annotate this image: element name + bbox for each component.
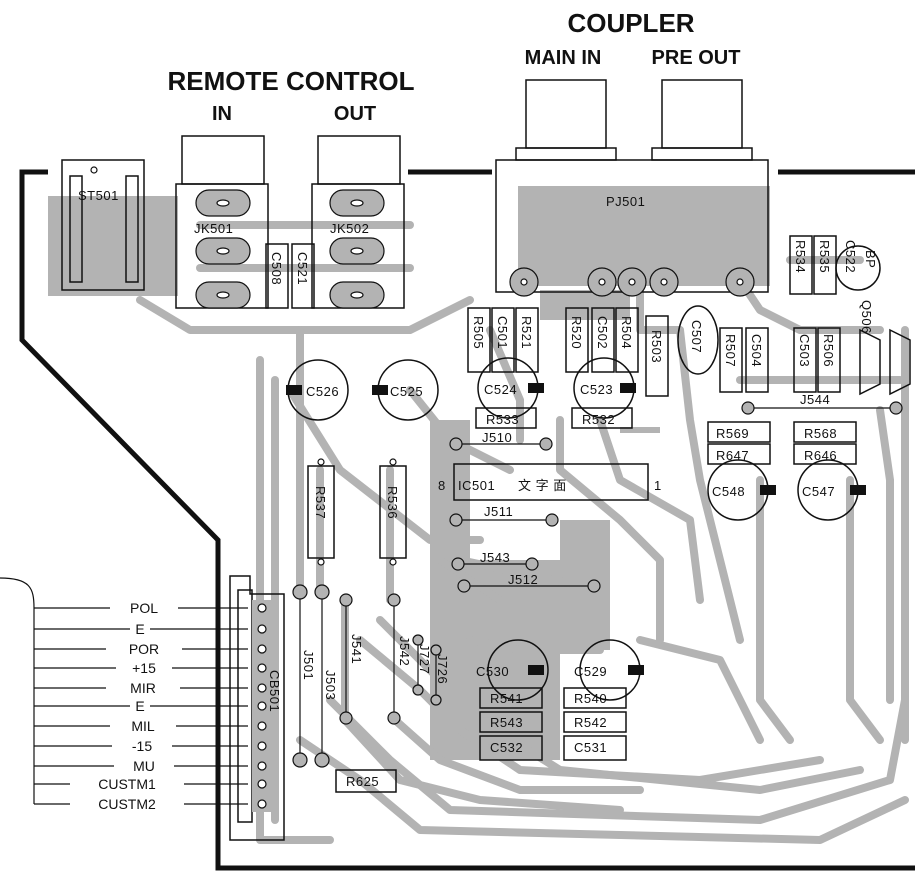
- ref-j544: J544: [800, 392, 830, 407]
- ref-c548: C548: [712, 484, 745, 499]
- ref-c529: C529: [574, 664, 607, 679]
- ref-r532: R532: [582, 412, 615, 427]
- external-wire-bundle: [0, 577, 248, 805]
- jumpers: [292, 401, 903, 768]
- ref-jk502: JK502: [330, 221, 369, 236]
- pin-label-e-1: E: [135, 621, 144, 637]
- out-heading: OUT: [334, 103, 376, 125]
- ref-ic501-marking: 文 字 面: [518, 478, 567, 493]
- jk502-pads: [329, 189, 385, 309]
- ref-j511: J511: [484, 504, 513, 519]
- ref-r506: R506: [821, 334, 836, 367]
- ref-j503: J503: [323, 670, 338, 700]
- ref-j543: J543: [480, 550, 510, 565]
- ref-r646: R646: [804, 448, 837, 463]
- st501-bracket: [61, 159, 145, 291]
- ref-r542: R542: [574, 715, 607, 730]
- ref-r521: R521: [519, 316, 534, 349]
- ref-j542: J542: [397, 636, 412, 666]
- jk501-pads: [195, 189, 251, 309]
- pin-label-e-2: E: [135, 698, 144, 714]
- pin-label-mu: MU: [133, 758, 155, 774]
- ref-ic501-pin8: 8: [438, 478, 446, 493]
- pin-label-pol: POL: [130, 600, 158, 616]
- in-heading: IN: [212, 103, 232, 125]
- pre-out-heading: PRE OUT: [652, 47, 741, 69]
- ref-c503: C503: [797, 334, 812, 367]
- ref-c504: C504: [749, 334, 764, 367]
- pin-label-custm1: CUSTM1: [98, 776, 156, 792]
- ref-cb501: CB501: [267, 670, 282, 712]
- ref-r520: R520: [569, 316, 584, 349]
- ref-c523: C523: [580, 382, 613, 397]
- electrolytic-capacitors: [286, 357, 866, 701]
- ref-j726: J726: [435, 654, 450, 684]
- ref-r647: R647: [716, 448, 749, 463]
- ref-ic501: IC501: [458, 478, 495, 493]
- reference-designators: ST501 JK501 JK502 PJ501 C508 C521 R505 C…: [78, 188, 878, 789]
- ref-c547: C547: [802, 484, 835, 499]
- pin-label-plus15: +15: [132, 660, 156, 676]
- ref-pj501: PJ501: [606, 194, 645, 209]
- cb501-connector: [229, 575, 285, 841]
- ref-r540: R540: [574, 691, 607, 706]
- ref-c522: C522: [843, 240, 858, 273]
- ref-r537: R537: [313, 486, 328, 519]
- cb501-pin-labels: POL E POR +15 MIR E MIL -15 MU CUSTM1 CU…: [98, 600, 159, 812]
- ref-c530: C530: [476, 664, 509, 679]
- pin-label-mir: MIR: [130, 680, 156, 696]
- ref-r569: R569: [716, 426, 749, 441]
- ref-q506: Q506: [859, 300, 874, 334]
- pj501-pads: [509, 267, 755, 297]
- ref-c531: C531: [574, 740, 607, 755]
- ref-r534: R534: [793, 240, 808, 273]
- ref-st501: ST501: [78, 188, 119, 203]
- ref-c526: C526: [306, 384, 339, 399]
- pin-label-custm2: CUSTM2: [98, 796, 156, 812]
- upper-resistor-blocks: [265, 235, 911, 397]
- pin-label-minus15: -15: [132, 738, 152, 754]
- ref-j512: J512: [508, 572, 538, 587]
- ref-j541: J541: [349, 634, 364, 664]
- ref-c532: C532: [490, 740, 523, 755]
- ref-c525: C525: [390, 384, 423, 399]
- ref-jk501: JK501: [194, 221, 233, 236]
- ref-r504: R504: [619, 316, 634, 349]
- ref-c524: C524: [484, 382, 517, 397]
- ref-ic501-pin1: 1: [654, 478, 662, 493]
- ref-bp: BP: [863, 250, 878, 268]
- ref-r543: R543: [490, 715, 523, 730]
- board-edge: [19, 169, 915, 871]
- pin-label-mil: MIL: [131, 718, 155, 734]
- ref-j727: J727: [417, 644, 432, 674]
- ref-r533: R533: [486, 412, 519, 427]
- ref-j501: J501: [301, 650, 316, 680]
- copper-traces: [136, 221, 909, 844]
- ref-r625: R625: [346, 774, 379, 789]
- coupler-heading: COUPLER: [567, 8, 694, 38]
- ref-r507: R507: [723, 334, 738, 367]
- vertical-resistors: [307, 458, 407, 566]
- main-in-heading: MAIN IN: [525, 47, 602, 69]
- ref-r535: R535: [817, 240, 832, 273]
- ref-c507: C507: [689, 320, 704, 353]
- ref-r541: R541: [490, 691, 523, 706]
- ref-c502: C502: [595, 316, 610, 349]
- horizontal-resistors: [335, 407, 857, 793]
- ref-r568: R568: [804, 426, 837, 441]
- ref-j510: J510: [482, 430, 512, 445]
- ref-r536: R536: [385, 486, 400, 519]
- ref-r505: R505: [471, 316, 486, 349]
- ref-r503: R503: [649, 330, 664, 363]
- ref-c521: C521: [295, 252, 310, 285]
- ic501-body: [453, 463, 649, 501]
- ref-c501: C501: [495, 316, 510, 349]
- remote-control-heading: REMOTE CONTROL: [168, 66, 415, 96]
- ref-c508: C508: [269, 252, 284, 285]
- pin-label-por: POR: [129, 641, 159, 657]
